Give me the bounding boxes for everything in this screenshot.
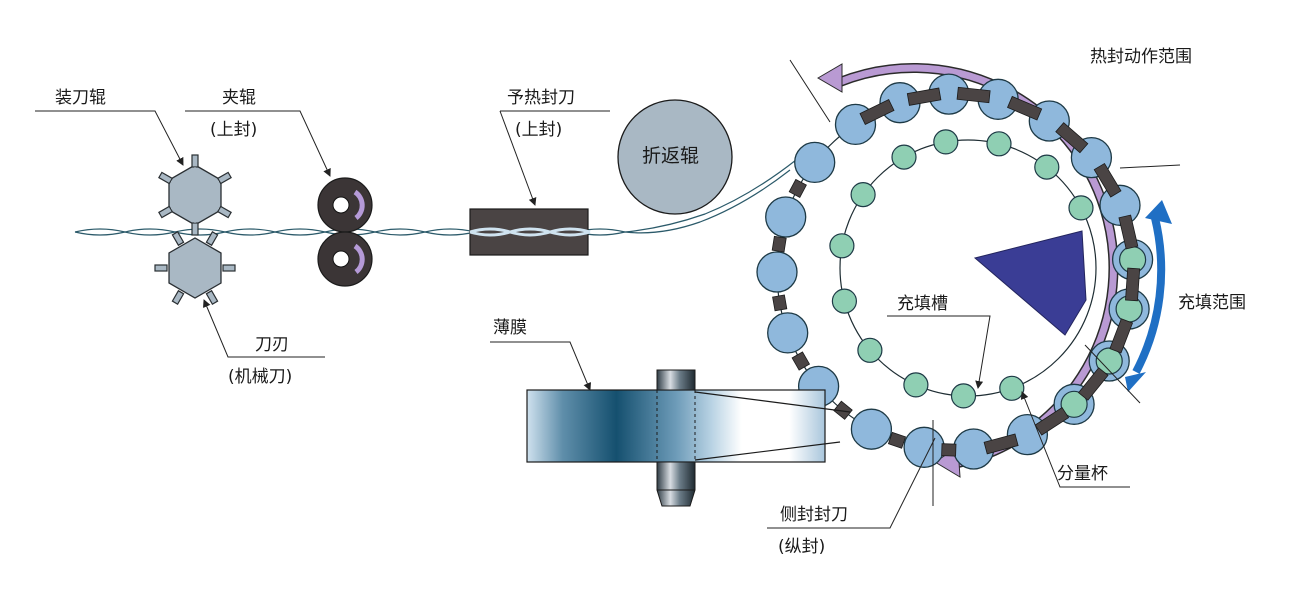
dosing-cup [831,288,858,314]
side-seal-bar [1034,407,1070,436]
side-seal-bar [983,433,1019,455]
label-knife-roller: 装刀辊 [55,88,106,108]
side-seal-bar [941,443,957,457]
dosing-cup [903,372,929,398]
pinch-roller-bottom [317,231,373,287]
label-turn-roller: 折返辊 [642,145,699,167]
side-seal-bar [833,400,853,420]
dosing-cup [999,375,1025,401]
dosing-cup [933,129,959,155]
side-seal-bar [1055,122,1089,154]
knife-roller-top [158,154,232,236]
label-fill-hopper: 充填槽 [897,294,948,314]
measuring-cup [765,196,807,238]
side-seal-bar [1078,367,1109,401]
dosing-cup [1068,195,1094,221]
side-seal-bar [906,87,942,106]
side-seal-bar [791,351,811,371]
leader-lines [35,59,1181,529]
filling-dose [1095,347,1123,375]
side-seal-bar [1007,95,1043,121]
side-seal-bar [788,178,807,198]
label-fill-range: 充填范围 [1178,293,1246,313]
side-seal-bar [859,99,895,125]
film-web [74,159,797,236]
dosing-cup [857,337,883,363]
label-blade-note: (机械刀) [228,367,292,387]
side-seal-bars [771,86,1141,457]
knife-roller-bottom [154,231,236,305]
measuring-cup [756,251,798,293]
dosing-cup [986,131,1012,157]
side-seal-bar [1093,162,1122,198]
label-film: 薄膜 [493,318,527,338]
turn-roller [617,99,733,215]
dosing-cup [850,182,876,208]
label-measuring-cup: 分量杯 [1057,464,1108,484]
measuring-cup [794,141,836,184]
measuring-cup [767,312,809,354]
fill-hopper [973,230,1087,336]
side-seal-bar [1118,214,1139,250]
label-side-seal-knife: 侧封封刀 [780,505,848,525]
label-blade: 刀刃 [255,335,289,355]
side-seal-bar [1125,267,1141,302]
measuring-cup [903,426,945,468]
dosing-cup [1034,154,1060,180]
side-seal-bar [887,431,907,449]
measuring-cup [850,408,893,450]
fill-range-arrow [1125,200,1172,392]
pinch-roller-top [317,177,373,233]
dosing-cup [891,144,917,170]
filling-dose [1060,390,1088,418]
dosing-cups-inner [829,129,1094,409]
dosing-cup [950,383,977,409]
label-heat-seal-range: 热封动作范围 [1090,47,1192,67]
label-side-seal-note: (纵封) [778,537,825,557]
label-pinch-roller-note: (上封) [210,120,257,140]
label-pinch-roller: 夹辊 [222,88,256,108]
film-roll [526,369,851,507]
side-seal-bar [771,235,787,253]
dosing-cup [829,233,855,259]
side-seal-bar [1109,318,1134,354]
labels: 装刀辊 夹辊 (上封) 予热封刀 (上封) 折返辊 热封动作范围 充填范围 充填… [55,47,1246,557]
side-seal-bar [772,294,788,312]
preheat-sealer [469,208,591,256]
label-preheat-sealer: 予热封刀 [507,88,575,108]
label-preheat-sealer-note: (上封) [515,120,562,140]
side-seal-bar [956,86,991,104]
